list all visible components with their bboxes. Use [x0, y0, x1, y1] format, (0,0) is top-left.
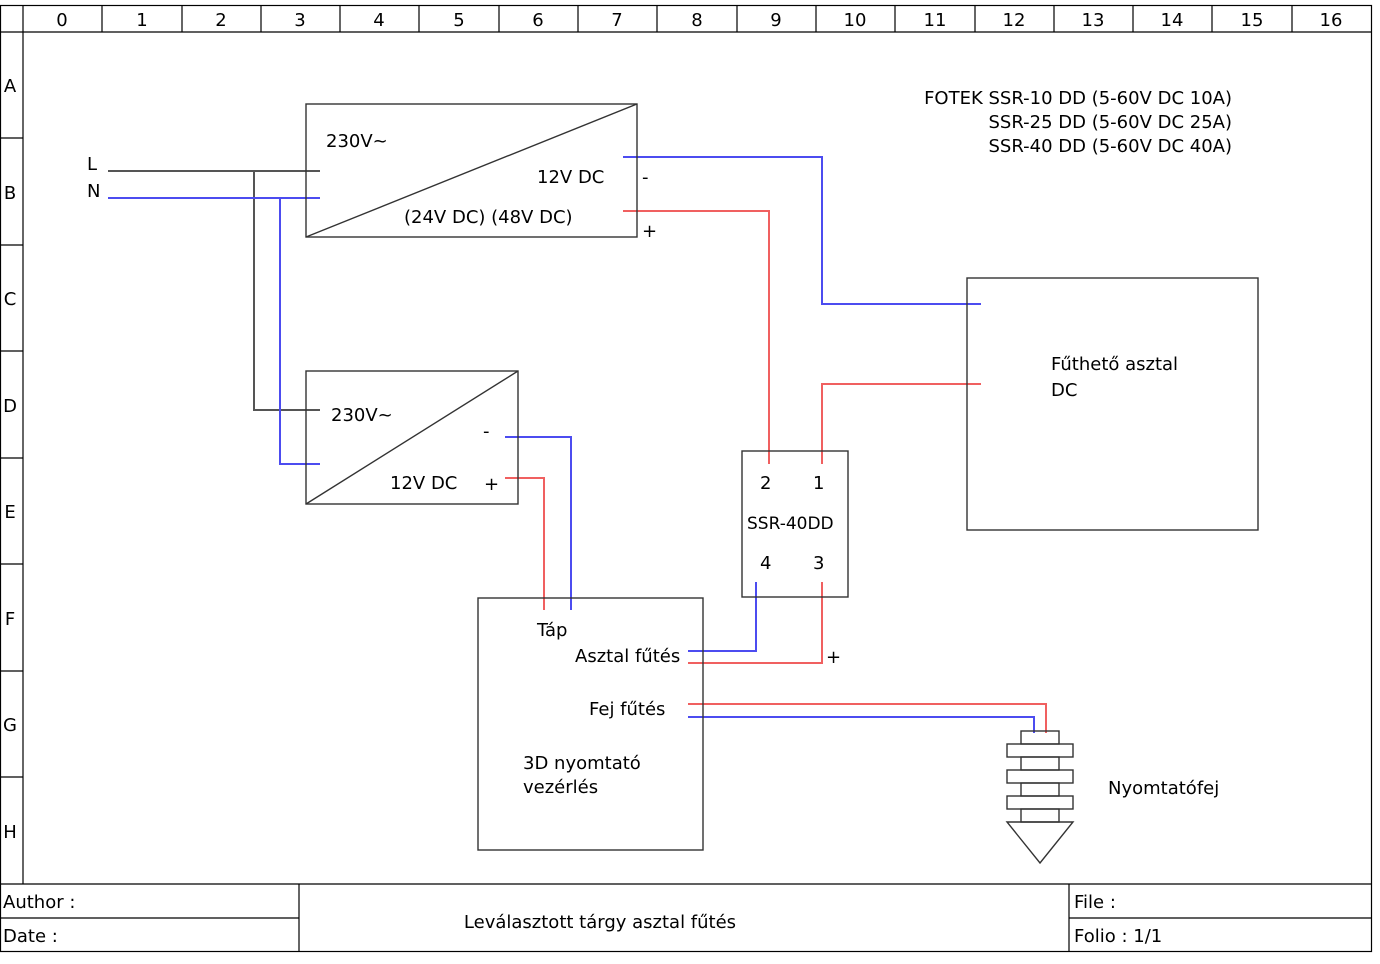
controller-headheat-label: Fej fűtés: [589, 699, 665, 720]
row-label: H: [3, 822, 17, 843]
column-labels: 0 1 2 3 4 5 6 7 8 9 10 11 12 13 14 15 16: [56, 10, 1342, 31]
row-label: G: [3, 715, 17, 736]
row-labels: A B C D E F G H: [3, 76, 17, 843]
column-label: 12: [1003, 10, 1026, 31]
wire-line-l-branch: [253, 171, 320, 411]
bedheat-plus-label: +: [826, 647, 841, 668]
wire-headheat-plus: [688, 703, 1047, 733]
row-label: B: [4, 183, 16, 204]
psu-top-output-label: 12V DC: [537, 167, 604, 188]
column-label: 1: [136, 10, 147, 31]
row-label: E: [4, 502, 15, 523]
column-label: 11: [924, 10, 947, 31]
ssr-pin3-label: 3: [813, 553, 824, 574]
column-label: 7: [611, 10, 622, 31]
date-label: Date :: [3, 926, 58, 947]
row-ticks: [0, 137, 23, 778]
column-label: 9: [770, 10, 781, 31]
author-label: Author :: [3, 892, 75, 913]
solid-state-relay: 2 1 SSR-40DD 4 3: [741, 450, 849, 598]
heated-bed: Fűthető asztal DC: [966, 277, 1259, 531]
input-n-label: N: [87, 181, 100, 202]
psu-bottom-output-label: 12V DC: [390, 473, 457, 494]
printhead-symbol: [1005, 730, 1075, 865]
row-label: A: [4, 76, 17, 97]
drawing-title: Leválasztott tárgy asztal fűtés: [464, 912, 736, 933]
wire-psu1-plus-to-ssr2: [623, 210, 770, 464]
ssr-name-label: SSR-40DD: [747, 514, 834, 534]
power-supply-top: 230V~ 12V DC (24V DC) (48V DC) - +: [305, 103, 657, 242]
input-l-label: L: [87, 154, 97, 175]
ssr-pin2-label: 2: [760, 473, 771, 494]
ssr-note-line2: SSR-25 DD (5-60V DC 25A): [989, 112, 1233, 133]
psu-top-input-label: 230V~: [326, 131, 388, 152]
row-label: F: [5, 609, 15, 630]
controller-title-line2: vezérlés: [523, 777, 598, 798]
power-supply-bottom: 230V~ 12V DC - +: [305, 370, 519, 505]
psu-bottom-plus-label: +: [484, 474, 499, 495]
ssr-note-line1: FOTEK SSR-10 DD (5-60V DC 10A): [924, 88, 1232, 109]
controller-power-label: Táp: [536, 620, 567, 641]
column-label: 8: [691, 10, 702, 31]
wire-bedheat-minus-to-ssr4: [688, 582, 757, 652]
column-label: 3: [294, 10, 305, 31]
column-label: 2: [215, 10, 226, 31]
column-label: 10: [844, 10, 867, 31]
column-label: 6: [532, 10, 543, 31]
column-label: 13: [1082, 10, 1105, 31]
wire-bedheat-plus-to-ssr3: [688, 582, 823, 664]
column-ticks: [101, 5, 1293, 32]
heated-bed-label-line2: DC: [1051, 380, 1077, 401]
ssr-variants-note: FOTEK SSR-10 DD (5-60V DC 10A) SSR-25 DD…: [924, 88, 1232, 157]
psu-top-plus-label: +: [642, 221, 657, 242]
psu-top-alt-output-label: (24V DC) (48V DC): [404, 207, 573, 228]
psu-top-minus-label: -: [642, 167, 649, 188]
column-label: 5: [453, 10, 464, 31]
controller-bedheat-label: Asztal fűtés: [575, 646, 680, 667]
row-label: C: [4, 289, 17, 310]
title-block: Author : Date : Leválasztott tárgy aszta…: [0, 883, 1371, 951]
ssr-note-line3: SSR-40 DD (5-60V DC 40A): [989, 136, 1233, 157]
printhead-label: Nyomtatófej: [1108, 778, 1219, 799]
column-label: 0: [56, 10, 67, 31]
wire-ssr1-to-bed: [821, 383, 981, 464]
column-label: 15: [1241, 10, 1264, 31]
psu-bottom-input-label: 230V~: [331, 405, 393, 426]
wire-psu2-minus-to-controller: [505, 436, 572, 610]
controller-title-line1: 3D nyomtató: [523, 753, 641, 774]
wire-headheat-minus: [688, 716, 1035, 733]
drawing-frame: [0, 4, 1373, 953]
file-label: File :: [1074, 892, 1116, 913]
folio-label: Folio : 1/1: [1074, 926, 1162, 947]
column-label: 4: [373, 10, 384, 31]
wire-psu2-plus-to-controller: [505, 477, 545, 610]
heated-bed-label-line1: Fűthető asztal: [1051, 354, 1178, 375]
wire-neutral-n-branch: [279, 198, 320, 465]
ssr-pin1-label: 1: [813, 473, 824, 494]
printer-controller: Táp Asztal fűtés Fej fűtés 3D nyomtató v…: [477, 597, 841, 851]
wire-psu1-minus-to-bed: [623, 156, 981, 305]
row-label: D: [3, 396, 17, 417]
column-label: 14: [1161, 10, 1184, 31]
column-label: 16: [1320, 10, 1343, 31]
psu-bottom-minus-label: -: [483, 421, 490, 442]
ssr-pin4-label: 4: [760, 553, 771, 574]
